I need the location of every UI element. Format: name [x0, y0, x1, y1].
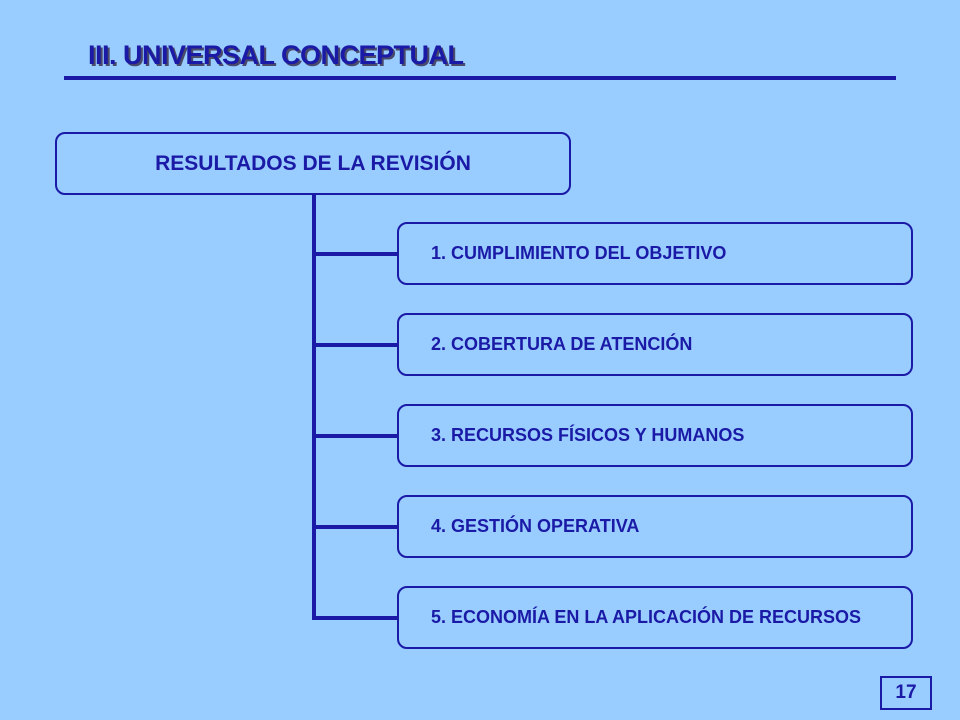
item-node-3: 3. RECURSOS FÍSICOS Y HUMANOS	[397, 404, 913, 467]
item-node-label: 2. COBERTURA DE ATENCIÓN	[431, 334, 693, 354]
item-node-label: 4. GESTIÓN OPERATIVA	[431, 516, 640, 536]
item-node-2: 2. COBERTURA DE ATENCIÓN	[397, 313, 913, 376]
slide-title: III. UNIVERSAL CONCEPTUAL	[88, 40, 464, 70]
root-node-label: RESULTADOS DE LA REVISIÓN	[155, 151, 471, 175]
item-node-label: 1. CUMPLIMIENTO DEL OBJETIVO	[431, 243, 727, 263]
item-node-label: 3. RECURSOS FÍSICOS Y HUMANOS	[431, 425, 745, 445]
page-number: 17	[880, 676, 932, 710]
item-node-5: 5. ECONOMÍA EN LA APLICACIÓN DE RECURSOS	[397, 586, 913, 649]
title-underline	[64, 76, 896, 80]
item-node-1: 1. CUMPLIMIENTO DEL OBJETIVO	[397, 222, 913, 285]
item-node-label: 5. ECONOMÍA EN LA APLICACIÓN DE RECURSOS	[431, 607, 862, 627]
root-node: RESULTADOS DE LA REVISIÓN	[55, 132, 571, 195]
item-node-4: 4. GESTIÓN OPERATIVA	[397, 495, 913, 558]
